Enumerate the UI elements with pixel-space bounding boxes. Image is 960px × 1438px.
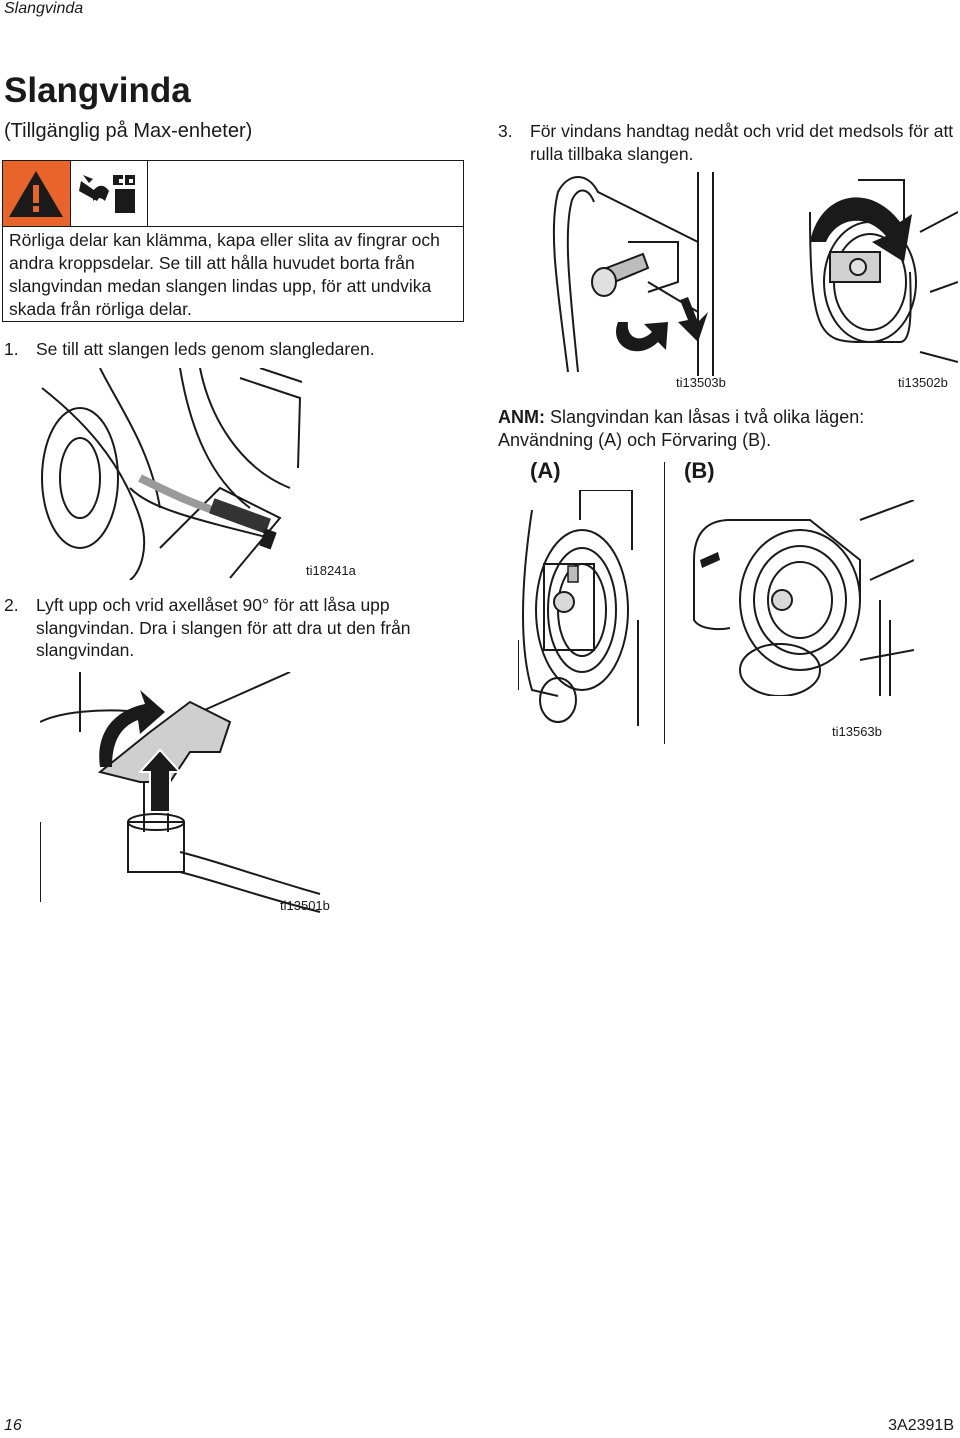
position-b-figure <box>690 499 915 697</box>
note: ANM: Slangvindan kan låsas i två olika l… <box>498 406 938 452</box>
step-3: 3. För vindans handtag nedåt och vrid de… <box>498 120 958 166</box>
page-subtitle: (Tillgänglig på Max-enheter) <box>4 120 253 142</box>
figure-caption-positions: ti13563b <box>832 724 882 739</box>
figure-caption-crank-handle: ti13503b <box>676 375 726 390</box>
step-1: 1. Se till att slangen leds genom slangl… <box>4 338 464 362</box>
step-2: 2. Lyft upp och vrid axellåset 90° för a… <box>4 594 464 662</box>
note-label: ANM: <box>498 407 545 427</box>
step-text: Se till att slangen leds genom slangleda… <box>36 339 375 359</box>
note-text: Slangvindan kan låsas i två olika lägen:… <box>498 407 865 450</box>
running-head: Slangvinda <box>4 0 84 17</box>
position-divider <box>664 462 665 744</box>
step-number: 2. <box>4 595 19 615</box>
page-title: Slangvinda <box>4 71 191 110</box>
crank-handle-figure <box>548 172 738 376</box>
figure-caption-hose-guide: ti18241a <box>306 563 356 578</box>
figure-caption-reel-rotation: ti13502b <box>898 375 948 390</box>
reel-rotation-figure <box>800 172 959 376</box>
figure-caption-axle-lock: ti13501b <box>280 898 330 913</box>
position-label-a: (A) <box>530 458 561 483</box>
position-label-b: (B) <box>684 458 715 483</box>
hose-guide-figure <box>40 367 360 581</box>
axle-lock-figure <box>39 671 340 918</box>
step-text: För vindans handtag nedåt och vrid det m… <box>530 121 954 164</box>
warning-box: Rörliga delar kan klämma, kapa eller sli… <box>2 160 464 322</box>
warning-divider <box>3 226 463 227</box>
step-number: 1. <box>4 339 19 359</box>
step-text: Lyft upp och vrid axellåset 90° för att … <box>36 595 411 660</box>
moving-parts-pinch-icon <box>71 161 148 227</box>
position-a-figure <box>517 489 642 726</box>
step-number: 3. <box>498 121 513 141</box>
warning-text: Rörliga delar kan klämma, kapa eller sli… <box>9 230 440 319</box>
warning-triangle-icon <box>3 161 71 227</box>
document-number: 3A2391B <box>888 1417 954 1434</box>
page-number: 16 <box>4 1417 22 1434</box>
